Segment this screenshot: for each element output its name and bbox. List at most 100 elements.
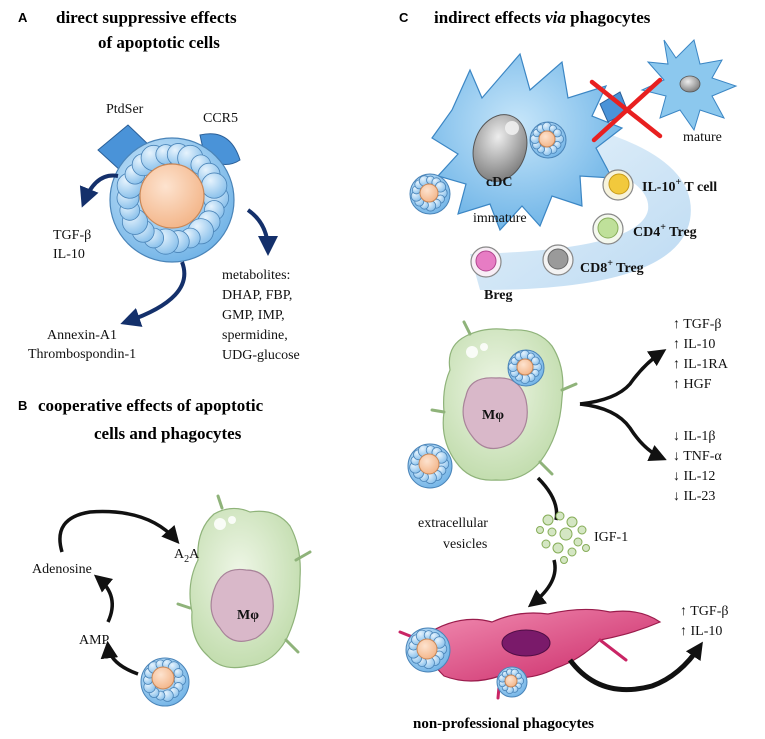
apoptotic-cell-a: [109, 137, 235, 263]
vesicle: [542, 514, 554, 526]
apoptotic-bleb: [201, 172, 228, 199]
arrow-to-amp: [100, 640, 139, 676]
arrow-to-metabolites: [246, 208, 278, 256]
mature-label: mature: [683, 130, 722, 145]
vesicle: [560, 556, 568, 564]
macrophage-b-nucleus: [210, 568, 274, 642]
arrow-up-cytokines: [579, 349, 667, 406]
panel-c-title: indirect effects via phagocytes: [434, 8, 651, 27]
vesicle: [552, 542, 564, 554]
panel-a-letter: A: [18, 10, 28, 25]
amp-label: AMP: [79, 633, 110, 648]
vesicle: [577, 525, 587, 535]
cdc-label: cDC: [486, 175, 512, 190]
np-up-cytokine: ↑ IL-10: [680, 624, 722, 639]
metabolites-line: spermidine,: [222, 328, 288, 343]
ccr5-label: CCR5: [203, 111, 238, 126]
apoptotic-bleb: [530, 356, 540, 366]
panel-b-title-line2: cells and phagocytes: [94, 424, 242, 443]
cd4-treg-cell: [592, 213, 624, 245]
up-cytokine-list: ↑ TGF-β ↑ IL-10 ↑ IL-1RA ↑ HGF: [673, 317, 729, 392]
np-phagocytes-label: non-professional phagocytes: [413, 716, 594, 732]
cross-icon: [589, 77, 663, 143]
up-cytokine: ↑ HGF: [673, 377, 712, 392]
macrophage-c-nucleus: [462, 377, 528, 450]
vesicle: [566, 516, 578, 528]
macrophage-b-processes: [176, 494, 312, 654]
vesicle: [536, 526, 544, 534]
mature-dc: [599, 39, 738, 132]
panel-b-letter: B: [18, 398, 27, 413]
adenosine-label: Adenosine: [32, 562, 92, 577]
apoptotic-cell-c3: [405, 627, 451, 673]
engulfed-apoptotic-dc: [529, 121, 567, 159]
engulfed-apoptotic-fibro: [496, 666, 528, 698]
t-cell-arc: [470, 128, 691, 290]
panel-c: C indirect effects via phagocytes cDC ma: [398, 8, 738, 732]
arrow-to-a2a: [58, 509, 180, 553]
panel-a-title-line2: of apoptotic cells: [98, 33, 220, 52]
down-cytokine-list: ↓ IL-1β ↓ TNF-α ↓ IL-12 ↓ IL-23: [673, 429, 722, 504]
tgfb-label: TGF-β: [53, 228, 91, 243]
metabolites-line: UDG-glucose: [222, 348, 300, 363]
panel-a: A direct suppressive effects of apoptoti…: [18, 8, 300, 363]
down-cytokine: ↓ TNF-α: [673, 449, 722, 464]
panel-a-title-line1: direct suppressive effects: [56, 8, 237, 27]
macrophage-c-label: Mφ: [482, 408, 504, 423]
arrow-to-annexin: [120, 261, 187, 327]
il10-tcell-label: IL-10+ T cell: [642, 177, 717, 195]
up-cytokine: ↑ IL-1RA: [673, 357, 729, 372]
arrow-np-cytokines: [568, 641, 703, 693]
fibroblast-nucleus: [501, 629, 551, 657]
metabolites-line: GMP, IMP,: [222, 308, 285, 323]
cd8-treg-cell: [542, 244, 574, 276]
breg-cell: [470, 246, 502, 278]
ev-label-line2: vesicles: [443, 537, 487, 552]
breg-label: Breg: [484, 288, 513, 303]
immature-label: immature: [473, 211, 527, 226]
arrow-to-fibroblast: [527, 559, 557, 608]
extracellular-vesicles: [536, 511, 590, 564]
arrow-down-cytokines: [579, 402, 667, 462]
down-cytokine: ↓ IL-23: [673, 489, 715, 504]
vesicle: [582, 544, 590, 552]
il10-t-cell: [602, 169, 634, 201]
apoptotic-cell-c2: [407, 443, 453, 489]
arrow-to-tgfb: [79, 173, 119, 208]
apoptotic-bleb: [552, 128, 562, 138]
metabolites-list: metabolites: DHAP, FBP, GMP, IMP, spermi…: [222, 268, 300, 363]
down-cytokine: ↓ IL-12: [673, 469, 715, 484]
panel-b: B cooperative effects of apoptotic cells…: [18, 396, 312, 707]
apoptotic-bleb: [173, 668, 184, 678]
ev-label-line1: extracellular: [418, 516, 488, 531]
vesicle: [573, 537, 583, 547]
vesicle: [547, 527, 557, 537]
apoptotic-cell-b: [140, 657, 190, 707]
metabolites-line: DHAP, FBP,: [222, 288, 292, 303]
panel-c-letter: C: [399, 10, 409, 25]
annexin-label: Annexin-A1: [47, 328, 117, 343]
vesicle: [541, 539, 551, 549]
vesicle: [559, 527, 573, 541]
apoptotic-nucleus: [139, 163, 205, 229]
panel-b-title-line1: cooperative effects of apoptotic: [38, 396, 264, 415]
vesicle: [567, 547, 577, 557]
thrombospondin-label: Thrombospondin-1: [28, 347, 136, 362]
arrow-to-adenosine: [93, 574, 114, 623]
il10-label: IL-10: [53, 247, 85, 262]
apoptotic-bleb: [515, 672, 522, 680]
a2a-label: A2A: [174, 547, 200, 565]
igf1-label: IGF-1: [594, 530, 628, 545]
apoptotic-cell-c1: [409, 173, 451, 215]
vesicle: [555, 511, 565, 521]
np-up-cytokine: ↑ TGF-β: [680, 604, 728, 619]
up-cytokine: ↑ IL-10: [673, 337, 715, 352]
arrow-to-vesicles: [536, 476, 559, 521]
macrophage-b-label: Mφ: [237, 608, 259, 623]
cd4-treg-label: CD4+ Treg: [633, 222, 697, 240]
up-cytokine: ↑ TGF-β: [673, 317, 721, 332]
metabolites-line: metabolites:: [222, 268, 290, 283]
engulfed-apoptotic-mac: [507, 349, 545, 387]
ptdser-label: PtdSer: [106, 102, 144, 117]
